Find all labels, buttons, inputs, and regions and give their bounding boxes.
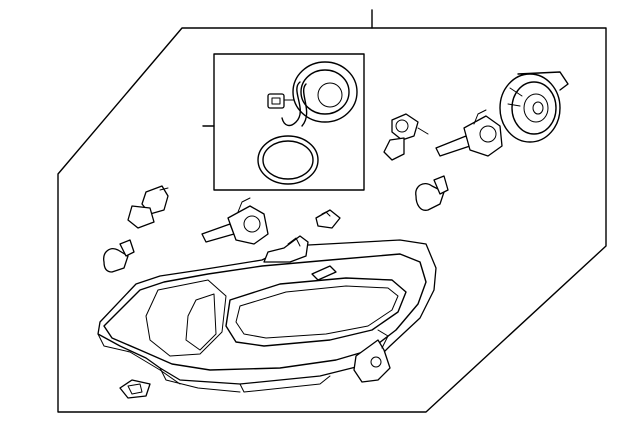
bulb-9005 [383,113,429,161]
harness-inset-box [202,53,365,191]
adjuster-bracket [353,329,391,383]
bulb-socket-cap [499,71,569,143]
clip-lower [119,379,151,399]
seal-ring [257,135,319,185]
assembly-frame [57,9,607,413]
bulb-wedge-left [103,239,135,273]
bulb-h9005-left [127,185,169,229]
socket-wire-harness [267,61,358,127]
headlight-assembly [97,235,437,393]
bulb-h11-low [201,197,269,245]
bulb-h11-high [435,109,503,157]
clip-upper [315,209,341,229]
bulb-wedge-right [415,175,449,211]
